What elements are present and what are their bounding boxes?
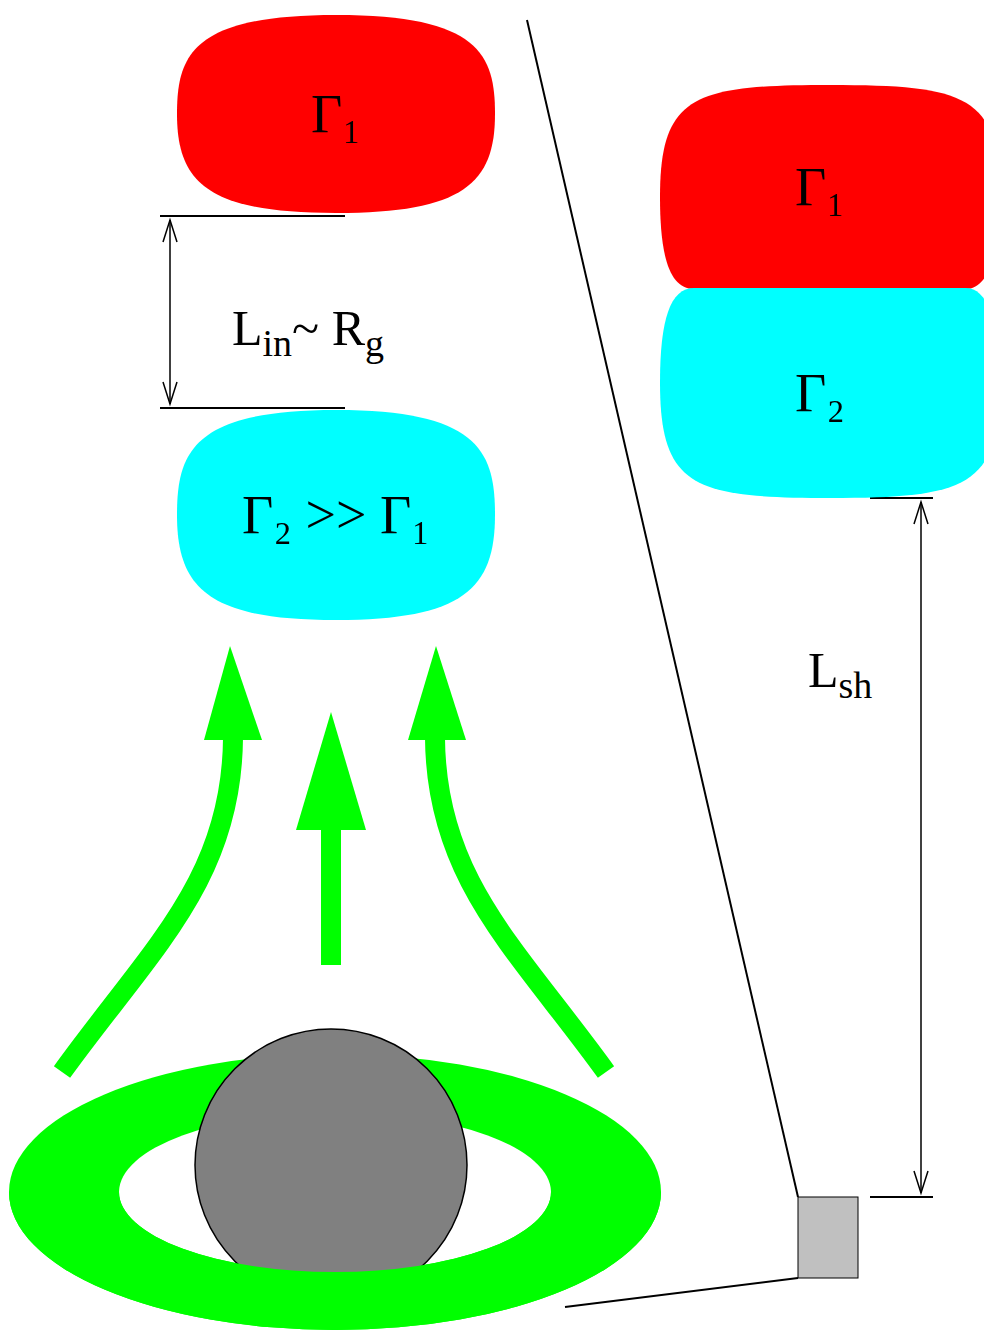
zoom-line: [565, 1278, 798, 1307]
lorentz-factor: Γ₂: [795, 366, 845, 420]
accretion-disk-front: [9, 1192, 661, 1330]
dimension-label: Lin~ Rg: [232, 303, 384, 353]
outflow-head: [408, 646, 466, 740]
shell-shape: [177, 410, 495, 620]
lorentz-factor: Γ₁: [795, 160, 845, 214]
shell-body: Γ₂: [660, 288, 984, 498]
shell-body: Γ₂ >> Γ₁: [177, 410, 495, 620]
arrow-head: [914, 502, 928, 524]
plasma-shell: Γ₁: [660, 85, 984, 289]
subscript: sh: [839, 666, 873, 704]
subscript: in: [263, 324, 293, 362]
outflow-arrow: [435, 738, 606, 1072]
shell-shape: [660, 288, 984, 498]
shell-body: Γ₁: [660, 85, 984, 289]
subscript: g: [365, 324, 384, 362]
shell-shape: [177, 15, 495, 213]
arrow-head: [163, 382, 177, 404]
plasma-shell: Γ₁: [177, 15, 495, 213]
dimension-line: [160, 407, 345, 409]
outflow-head: [204, 646, 262, 740]
shell-shape: [660, 85, 984, 289]
lorentz-factor: Γ₁: [311, 87, 361, 141]
outflow-arrow: [62, 738, 233, 1072]
plasma-shell: Γ₂: [660, 288, 984, 498]
zoom-box: [798, 1197, 858, 1278]
dimension-line: [870, 1196, 933, 1198]
dimension-line: [160, 215, 345, 217]
arrow-head: [914, 1171, 928, 1193]
shell-body: Γ₁: [177, 15, 495, 213]
dimension-arrow: [169, 220, 171, 404]
black-hole: [195, 1029, 467, 1301]
outflow-head: [296, 712, 366, 830]
arrow-head: [163, 220, 177, 242]
symbol: L: [808, 645, 839, 695]
symbol: ~ R: [292, 303, 365, 353]
lorentz-factor: Γ₂ >> Γ₁: [242, 488, 430, 542]
dimension-arrow: [920, 502, 922, 1193]
dimension-label: Lsh: [808, 645, 872, 695]
outflow-arrow: [321, 820, 341, 965]
symbol: L: [232, 303, 263, 353]
dimension-line: [870, 497, 933, 499]
plasma-shell: Γ₂ >> Γ₁: [177, 410, 495, 620]
